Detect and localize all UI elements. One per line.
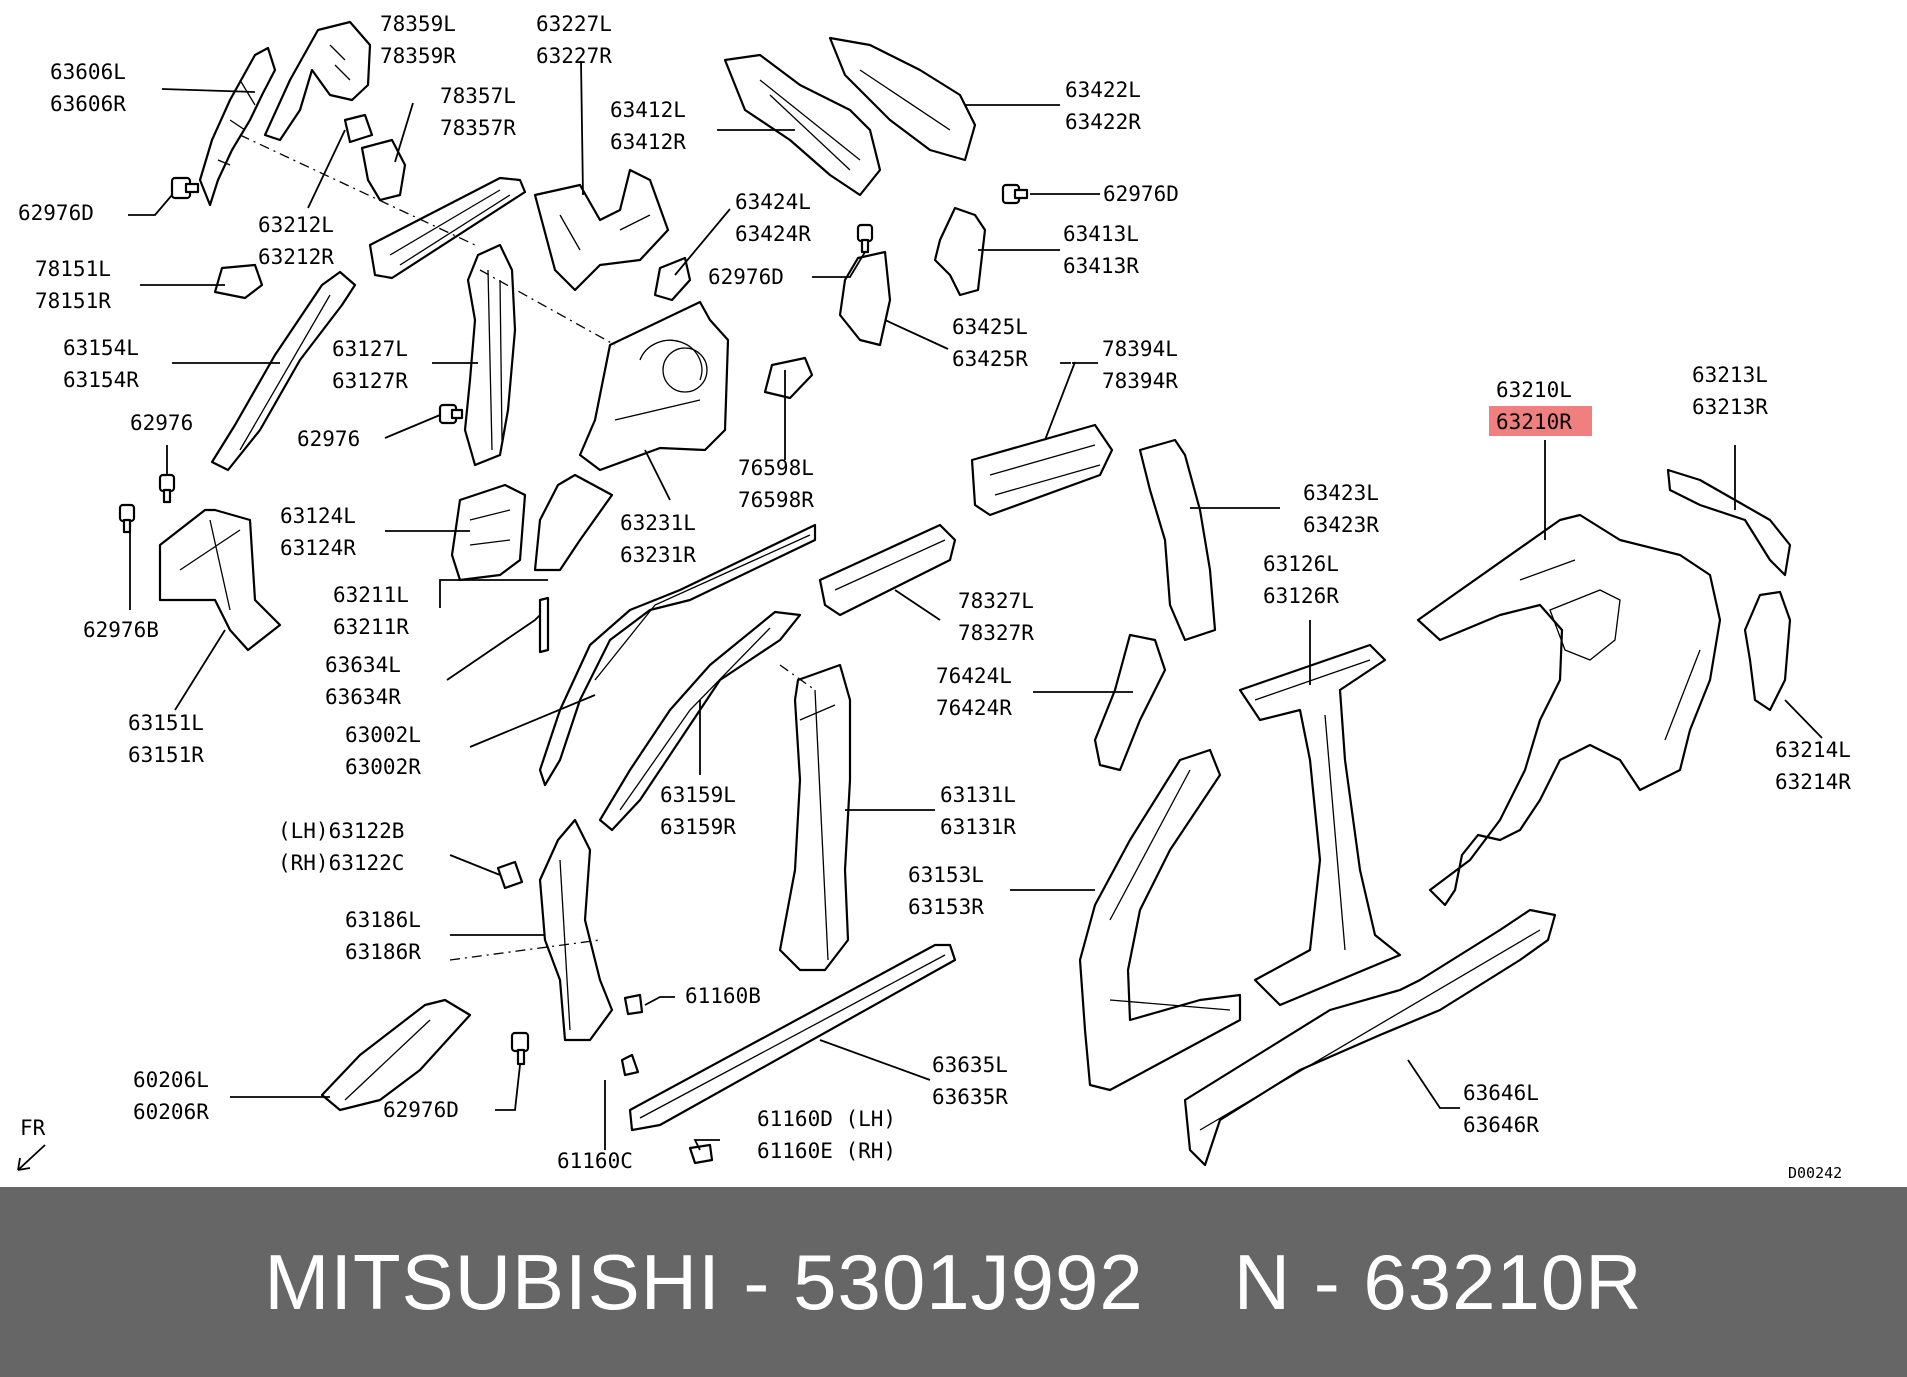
label-62976d-a: 62976D	[18, 201, 94, 225]
label-63213r: 63213R	[1692, 395, 1768, 419]
part-shapes	[118, 20, 1792, 1167]
label-78151l: 78151L	[35, 257, 111, 281]
label-63212l: 63212L	[258, 213, 334, 237]
label-63153l: 63153L	[908, 863, 984, 887]
label-61160d: 61160D (LH)	[757, 1107, 896, 1131]
label-76424l: 76424L	[936, 664, 1012, 688]
label-63424l: 63424L	[735, 190, 811, 214]
label-63606l: 63606L	[50, 60, 126, 84]
label-60206l: 60206L	[133, 1068, 209, 1092]
label-78357l: 78357L	[440, 84, 516, 108]
label-78394r: 78394R	[1102, 369, 1178, 393]
label-63425r: 63425R	[952, 347, 1028, 371]
label-62976b: 62976B	[83, 618, 159, 642]
label-78357r: 78357R	[440, 116, 516, 140]
label-63213l: 63213L	[1692, 363, 1768, 387]
label-60206r: 60206R	[133, 1100, 209, 1124]
label-63122b: (LH)63122B	[278, 819, 404, 843]
label-63210l: 63210L	[1496, 378, 1572, 402]
label-63227r: 63227R	[536, 44, 612, 68]
dashed-guides	[239, 134, 816, 961]
label-63126r: 63126R	[1263, 584, 1339, 608]
label-63131l: 63131L	[940, 783, 1016, 807]
label-63124r: 63124R	[280, 536, 356, 560]
fr-arrow-icon	[17, 1144, 46, 1171]
label-63646l: 63646L	[1463, 1081, 1539, 1105]
label-63635r: 63635R	[932, 1085, 1008, 1109]
label-63422r: 63422R	[1065, 110, 1141, 134]
footer-bar: MITSUBISHI - 5301J992 N - 63210R	[0, 1187, 1907, 1377]
label-63425l: 63425L	[952, 315, 1028, 339]
label-63122c: (RH)63122C	[278, 851, 404, 875]
label-78359r: 78359R	[380, 44, 456, 68]
label-63124l: 63124L	[280, 504, 356, 528]
label-63211r: 63211R	[333, 615, 409, 639]
label-63127l: 63127L	[332, 337, 408, 361]
label-63634r: 63634R	[325, 685, 401, 709]
label-63159l: 63159L	[660, 783, 736, 807]
label-63154l: 63154L	[63, 336, 139, 360]
label-63211l: 63211L	[333, 583, 409, 607]
label-78327l: 78327L	[958, 589, 1034, 613]
label-78394l: 78394L	[1102, 337, 1178, 361]
label-63127r: 63127R	[332, 369, 408, 393]
label-63231r: 63231R	[620, 543, 696, 567]
label-63423l: 63423L	[1303, 481, 1379, 505]
label-61160b: 61160B	[685, 984, 761, 1008]
leader-lines	[128, 60, 1823, 1151]
label-62976d-b: 62976D	[1103, 182, 1179, 206]
label-63153r: 63153R	[908, 895, 984, 919]
label-63159r: 63159R	[660, 815, 736, 839]
label-61160e: 61160E (RH)	[757, 1139, 896, 1163]
part-labels: 63606L 63606R 78359L 78359R 78357L 78357…	[18, 12, 1851, 1173]
label-63424r: 63424R	[735, 222, 811, 246]
label-78327r: 78327R	[958, 621, 1034, 645]
label-78359l: 78359L	[380, 12, 456, 36]
label-63231l: 63231L	[620, 511, 696, 535]
label-63186r: 63186R	[345, 940, 421, 964]
footer-part-number: N - 63210R	[1233, 1237, 1643, 1326]
label-63646r: 63646R	[1463, 1113, 1539, 1137]
label-76598r: 76598R	[738, 488, 814, 512]
label-63214r: 63214R	[1775, 770, 1851, 794]
label-63151r: 63151R	[128, 743, 204, 767]
label-76598l: 76598L	[738, 456, 814, 480]
fr-label: FR	[20, 1116, 46, 1140]
label-63606r: 63606R	[50, 92, 126, 116]
label-62976d-c: 62976D	[708, 265, 784, 289]
label-63422l: 63422L	[1065, 78, 1141, 102]
label-63423r: 63423R	[1303, 513, 1379, 537]
label-61160c: 61160C	[557, 1149, 633, 1173]
front-direction-marker: FR	[17, 1116, 46, 1171]
label-63151l: 63151L	[128, 711, 204, 735]
label-63002r: 63002R	[345, 755, 421, 779]
label-63002l: 63002L	[345, 723, 421, 747]
footer-brand-part: MITSUBISHI - 5301J992	[264, 1237, 1144, 1326]
parts-diagram-svg: 63606L 63606R 78359L 78359R 78357L 78357…	[17, 12, 1851, 1182]
label-63412l: 63412L	[610, 98, 686, 122]
label-63126l: 63126L	[1263, 552, 1339, 576]
label-63413l: 63413L	[1063, 222, 1139, 246]
label-63412r: 63412R	[610, 130, 686, 154]
highlight-box	[1489, 406, 1592, 436]
label-62976-b: 62976	[297, 427, 360, 451]
label-62976d-d: 62976D	[383, 1098, 459, 1122]
label-63210r: 63210R	[1496, 410, 1572, 434]
label-63154r: 63154R	[63, 368, 139, 392]
label-63131r: 63131R	[940, 815, 1016, 839]
label-76424r: 76424R	[936, 696, 1012, 720]
label-63214l: 63214L	[1775, 738, 1851, 762]
label-63212r: 63212R	[258, 245, 334, 269]
label-63186l: 63186L	[345, 908, 421, 932]
drawing-code: D00242	[1788, 1164, 1842, 1182]
parts-diagram: 63606L 63606R 78359L 78359R 78357L 78357…	[17, 12, 1852, 1182]
label-63227l: 63227L	[536, 12, 612, 36]
label-63634l: 63634L	[325, 653, 401, 677]
label-78151r: 78151R	[35, 289, 111, 313]
label-62976-a: 62976	[130, 411, 193, 435]
label-63413r: 63413R	[1063, 254, 1139, 278]
label-63635l: 63635L	[932, 1053, 1008, 1077]
